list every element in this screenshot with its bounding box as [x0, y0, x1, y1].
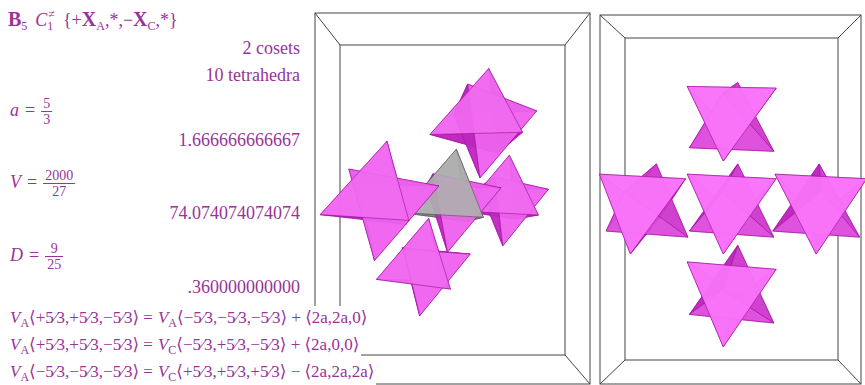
subscript: C: [168, 343, 176, 357]
text-line: V = 200027: [8, 168, 77, 200]
text-line: 1.666666666667: [177, 128, 303, 152]
math-text: B: [8, 8, 21, 30]
subscript: A: [20, 343, 29, 357]
tetrahedra-view: [320, 69, 548, 316]
subscript: A: [20, 370, 29, 384]
math-text: {+: [63, 10, 82, 30]
superscript: ≠: [48, 7, 55, 21]
math-text: V: [158, 308, 168, 327]
math-text: D: [10, 245, 23, 265]
tetrahedra-view: [600, 83, 865, 347]
math-text: =: [27, 172, 37, 192]
math-text: ⟨−5⁄3,−5⁄3,−5⁄3⟩ =: [29, 362, 153, 381]
tetrahedron-face: [687, 86, 776, 161]
fraction: 925: [45, 241, 63, 273]
math-text: V: [158, 335, 168, 354]
text-line: D = 925: [8, 241, 65, 273]
denominator: 3: [41, 112, 52, 127]
math-text: =: [29, 245, 39, 265]
math-text: X: [133, 8, 147, 30]
math-text: 74.074074074074: [170, 203, 301, 223]
subscript: A: [20, 316, 29, 330]
subscript: C: [168, 370, 176, 384]
math-text: ⟨+5⁄3,+5⁄3,+5⁄3⟩ − ⟨2a,2a,2a⟩: [176, 362, 374, 381]
fraction: 200027: [43, 168, 75, 200]
denominator: 27: [43, 184, 75, 199]
numerator: 2000: [43, 168, 75, 184]
tetrahedron-face: [600, 174, 686, 254]
math-text: X: [82, 8, 96, 30]
tetrahedron-face: [775, 174, 865, 254]
math-text: ⟨+5⁄3,+5⁄3,−5⁄3⟩ =: [29, 308, 153, 327]
math-text: ,*}: [156, 10, 178, 30]
text-line: 2 cosets: [241, 36, 303, 60]
math-text: =: [25, 100, 35, 120]
text-line: a = 53: [8, 96, 54, 128]
text-line: B5C1≠{+XA,*,−XC,*}: [6, 2, 180, 38]
math-text: V: [158, 362, 168, 381]
math-text: ⟨+5⁄3,+5⁄3,−5⁄3⟩ =: [29, 335, 153, 354]
numerator: 5: [41, 96, 52, 112]
math-text: ⟨−5⁄3,−5⁄3,−5⁄3⟩ + ⟨2a,2a,0⟩: [177, 308, 368, 327]
math-text: V: [10, 362, 20, 381]
math-text: 2 cosets: [243, 38, 301, 58]
subscript: 5: [21, 19, 27, 33]
subscript: 1: [47, 19, 53, 33]
subscript: A: [168, 316, 177, 330]
math-text: .360000000000: [188, 277, 301, 297]
subscript: A: [96, 19, 105, 33]
text-line: VA⟨+5⁄3,+5⁄3,−5⁄3⟩ =VC⟨−5⁄3,+5⁄3,−5⁄3⟩ +…: [8, 333, 361, 362]
text-line: 74.074074074074: [168, 201, 303, 225]
tetrahedron-face: [430, 69, 523, 135]
text-line: 10 tetrahedra: [204, 63, 302, 87]
tetrahedron-face: [687, 262, 776, 347]
math-text: V: [10, 335, 20, 354]
text-line: .360000000000: [186, 275, 303, 299]
math-text: 1.666666666667: [179, 130, 301, 150]
subscript: C: [147, 19, 155, 33]
text-line: VA⟨+5⁄3,+5⁄3,−5⁄3⟩ =VA⟨−5⁄3,−5⁄3,−5⁄3⟩ +…: [8, 306, 370, 335]
math-text: 10 tetrahedra: [206, 65, 300, 85]
math-text: a: [10, 100, 19, 120]
fraction: 53: [41, 96, 52, 128]
numerator: 9: [45, 241, 63, 257]
tetrahedron-face: [687, 174, 776, 254]
math-text: ,*,−: [105, 10, 133, 30]
math-text: C: [35, 10, 47, 30]
tetrahedron-face: [320, 141, 409, 220]
text-line: VA⟨−5⁄3,−5⁄3,−5⁄3⟩ =VC⟨+5⁄3,+5⁄3,+5⁄3⟩ −…: [8, 360, 376, 385]
math-text: ⟨−5⁄3,+5⁄3,−5⁄3⟩ + ⟨2a,0,0⟩: [176, 335, 359, 354]
math-text: V: [10, 172, 21, 192]
denominator: 25: [45, 257, 63, 272]
math-text: V: [10, 308, 20, 327]
